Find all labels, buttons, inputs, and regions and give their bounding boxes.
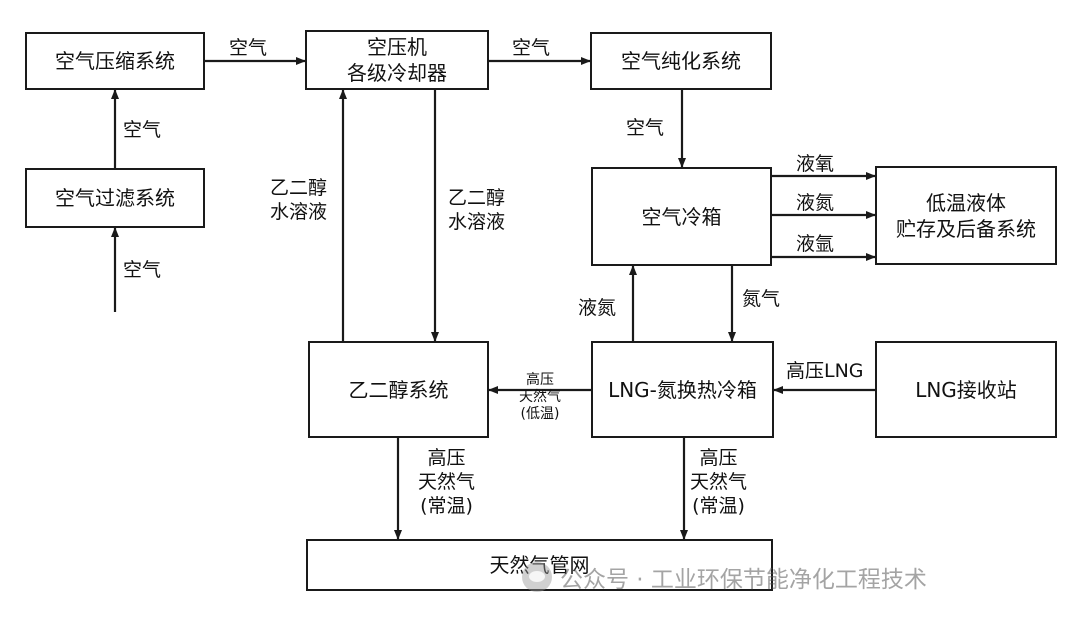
air-purification-system-box: 空气纯化系统 — [590, 32, 772, 90]
glycol-system-box: 乙二醇系统 — [308, 341, 489, 438]
watermark: 公众号 · 工业环保节能净化工程技术 — [522, 560, 927, 594]
gas-pipeline-box: 天然气管网 — [306, 539, 773, 591]
edge-label-glycol-down-line2: 水溶液 — [448, 211, 506, 233]
lng-terminal-box: LNG接收站 — [875, 341, 1057, 438]
edge-label-nitrogen-gas: 氮气 — [742, 288, 781, 310]
edge-label-hp-ng-ambient-left-line3: (常温) — [420, 495, 473, 517]
compressor-cooler-label-line1: 空压机 — [367, 35, 427, 59]
air-cold-box-label: 空气冷箱 — [641, 204, 722, 229]
edge-label-glycol-up-line2: 水溶液 — [270, 201, 328, 223]
edge-label-liquid-argon: 液氩 — [796, 233, 835, 255]
air-filter-system-label: 空气过滤系统 — [55, 186, 175, 210]
watermark-text: 公众号 · 工业环保节能净化工程技术 — [560, 567, 927, 593]
air-cold-box: 空气冷箱 — [591, 167, 772, 266]
edge-label-glycol-down-line1: 乙二醇 — [448, 187, 506, 209]
edge-label-air-filter-up: 空气 — [123, 119, 162, 141]
edge-label-glycol-up: 乙二醇 水溶液 — [270, 176, 327, 224]
cryogenic-storage-label-line2: 贮存及后备系统 — [896, 216, 1036, 241]
air-compression-system-box: 空气压缩系统 — [25, 32, 205, 90]
edge-label-hp-ng-ambient-right: 高压 天然气 (常温) — [690, 446, 747, 518]
edge-label-hp-ng-low-line1: 高压 — [526, 372, 554, 388]
lng-nitrogen-cold-box: LNG-氮换热冷箱 — [591, 341, 774, 438]
edge-label-hp-ng-ambient-left-line1: 高压 — [427, 447, 466, 469]
air-purification-system-label: 空气纯化系统 — [621, 49, 741, 73]
edge-label-hp-ng-ambient-right-line2: 天然气 — [690, 471, 748, 493]
lng-nitrogen-cold-box-label: LNG-氮换热冷箱 — [608, 377, 757, 402]
edge-label-hp-lng: 高压LNG — [786, 360, 864, 382]
edge-label-hp-ng-low-line3: (低温) — [520, 406, 560, 422]
cryogenic-storage-box: 低温液体 贮存及后备系统 — [875, 166, 1057, 265]
edge-label-air-top-left: 空气 — [229, 37, 268, 59]
edge-label-glycol-down: 乙二醇 水溶液 — [448, 186, 505, 234]
edge-label-air-to-cold-box: 空气 — [626, 117, 665, 139]
compressor-cooler-box: 空压机 各级冷却器 — [305, 30, 489, 90]
cryogenic-storage-label-line1: 低温液体 — [926, 190, 1006, 215]
edge-label-hp-ng-ambient-left-line2: 天然气 — [418, 471, 476, 493]
edge-label-hp-ng-low-temp: 高压 天然气 (低温) — [519, 372, 561, 423]
wechat-icon — [522, 562, 552, 592]
edge-label-hp-ng-ambient-right-line1: 高压 — [699, 447, 738, 469]
edge-label-air-top-right: 空气 — [512, 37, 551, 59]
lng-terminal-label: LNG接收站 — [915, 377, 1017, 402]
edge-label-air-inlet: 空气 — [123, 259, 162, 281]
edge-label-glycol-up-line1: 乙二醇 — [270, 177, 328, 199]
glycol-system-label: 乙二醇系统 — [348, 377, 449, 402]
air-filter-system-box: 空气过滤系统 — [25, 168, 205, 228]
edge-label-hp-ng-ambient-right-line3: (常温) — [692, 495, 745, 517]
air-compression-system-label: 空气压缩系统 — [55, 49, 175, 73]
compressor-cooler-label-line2: 各级冷却器 — [347, 61, 447, 85]
edge-label-liquid-nitrogen-up: 液氮 — [578, 297, 617, 319]
edge-label-hp-ng-low-line2: 天然气 — [519, 389, 561, 405]
edge-label-hp-ng-ambient-left: 高压 天然气 (常温) — [418, 446, 475, 518]
edge-label-liquid-nitrogen-storage: 液氮 — [796, 192, 835, 214]
edge-label-liquid-oxygen: 液氧 — [796, 153, 835, 175]
